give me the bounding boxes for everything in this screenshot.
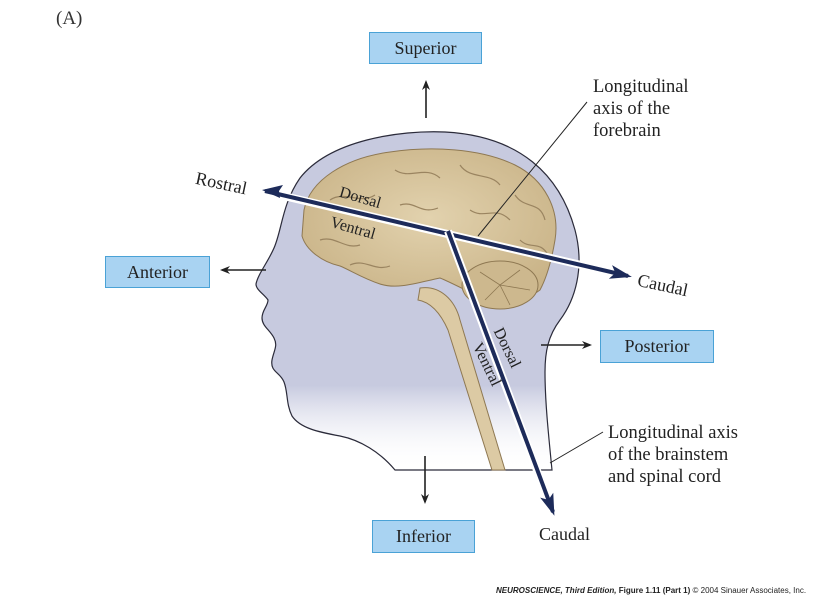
brainstem-leader-line [549, 431, 604, 464]
credit-copyright: © 2004 Sinauer Associates, Inc. [692, 586, 807, 595]
rostral-arrowhead [262, 185, 283, 198]
anterior-label: Anterior [127, 261, 188, 282]
credit-figure: Figure 1.11 (Part 1) [618, 586, 691, 595]
inferior-label-box: Inferior [372, 520, 475, 553]
brain-gyri [319, 164, 549, 268]
panel-label: (A) [56, 8, 83, 29]
superior-label-box: Superior [369, 32, 482, 64]
posterior-label: Posterior [624, 336, 690, 356]
figure-credit: NEUROSCIENCE, Third Edition, Figure 1.11… [496, 586, 806, 595]
inferior-label: Inferior [396, 526, 451, 546]
anterior-label-box: Anterior [105, 256, 210, 288]
annotation-line: Longitudinal axis [608, 423, 738, 443]
superior-label: Superior [394, 37, 457, 58]
credit-edition: Third Edition, [564, 586, 617, 595]
brainstem-axis-arrow [446, 230, 555, 516]
forebrain-axis-annotation: Longitudinal axis of the forebrain [593, 76, 743, 142]
credit-book: NEUROSCIENCE, [496, 586, 563, 595]
annotation-line: and spinal cord [608, 467, 722, 487]
brainstem-spinal-cord [417, 287, 506, 471]
cerebellum-folia [479, 269, 531, 306]
posterior-label-box: Posterior [600, 330, 714, 363]
brainstem-axis-annotation: Longitudinal axis of the brainstem and s… [608, 422, 808, 488]
annotation-line: of the brainstem [608, 445, 729, 465]
annotation-line: axis of the [593, 99, 671, 119]
forebrain-leader-line [477, 101, 588, 237]
annotation-line: forebrain [593, 121, 661, 141]
caudal-brainstem-label: Caudal [539, 524, 590, 544]
annotation-line: Longitudinal [593, 77, 689, 97]
